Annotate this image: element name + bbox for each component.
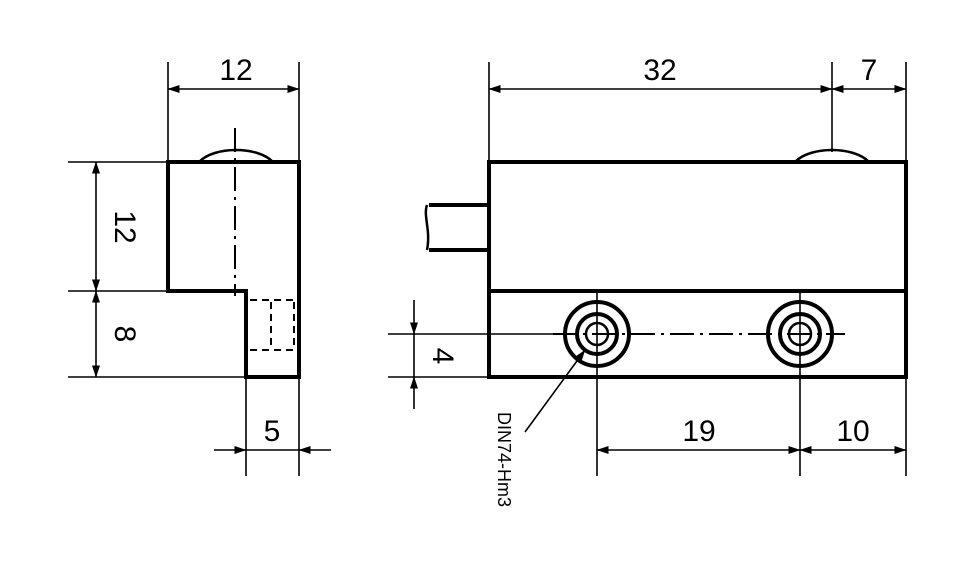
dim-front-offset: 7 — [831, 54, 907, 160]
dim-side-width: 12 — [167, 54, 300, 160]
front-view: 32 7 4 19 10 — [388, 54, 908, 507]
dim-front-length-label: 32 — [643, 54, 676, 87]
dim-front-offset-label: 7 — [861, 54, 878, 87]
dim-side-upper-height-label: 12 — [108, 210, 141, 243]
dim-hole-edge-distance-label: 10 — [836, 415, 869, 448]
dim-side-width-label: 12 — [219, 54, 252, 87]
dim-side-lower-height: 8 — [68, 290, 244, 378]
screw-spec-label: DIN74-Hm3 — [494, 412, 514, 507]
dim-hole-height: 4 — [388, 300, 560, 409]
side-view: 12 12 8 5 — [68, 54, 331, 476]
side-view-outline — [166, 160, 301, 379]
cable — [424, 203, 489, 252]
dim-front-length: 32 — [488, 54, 833, 160]
front-view-body — [487, 160, 908, 379]
dim-side-lower-height-label: 8 — [108, 326, 141, 343]
side-view-hidden-hole — [250, 299, 295, 351]
dim-hole-edge-distance: 10 — [799, 379, 907, 476]
dim-side-step-width: 5 — [214, 379, 331, 476]
screw-spec-callout: DIN74-Hm3 — [494, 349, 586, 507]
dim-side-upper-height: 12 — [68, 161, 166, 292]
dim-side-step-width-label: 5 — [264, 415, 281, 448]
dim-hole-pitch: 19 — [596, 415, 801, 454]
dim-hole-pitch-label: 19 — [682, 415, 715, 448]
dim-hole-height-label: 4 — [426, 348, 459, 365]
